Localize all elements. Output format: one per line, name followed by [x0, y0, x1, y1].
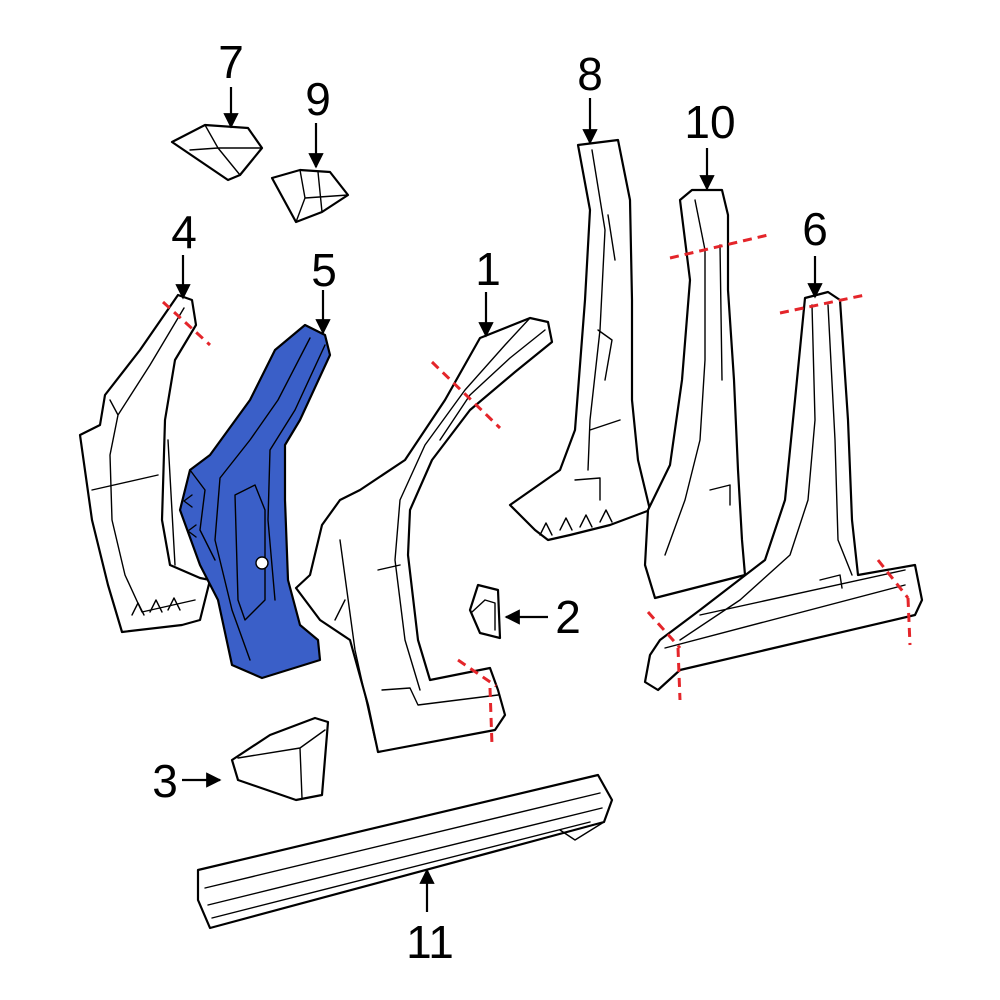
- cut-lines: [161, 233, 912, 746]
- callout-10: 10: [684, 96, 735, 148]
- part-1-front-pillar[interactable]: [294, 316, 554, 754]
- cut-line: [906, 597, 912, 646]
- part-9-bracket[interactable]: [270, 168, 350, 224]
- cut-line: [646, 611, 682, 649]
- callouts: 1 2 3 4 5 6 7 8 9 10 11: [152, 36, 828, 968]
- callout-1: 1: [475, 243, 501, 295]
- callout-8: 8: [577, 48, 603, 100]
- cut-line: [669, 233, 769, 260]
- cut-line: [876, 559, 910, 599]
- part-3-bracket[interactable]: [230, 716, 330, 802]
- cut-line: [161, 300, 212, 347]
- callout-7: 7: [218, 36, 244, 88]
- callout-4: 4: [171, 206, 197, 258]
- part-7-bracket[interactable]: [170, 123, 264, 182]
- callout-6: 6: [802, 203, 828, 255]
- callout-2: 2: [555, 591, 581, 643]
- part-10-pillar[interactable]: [643, 188, 747, 600]
- callout-9: 9: [305, 73, 331, 125]
- cut-line: [488, 687, 494, 746]
- part-11-rocker[interactable]: [196, 773, 614, 930]
- callout-11: 11: [406, 916, 454, 968]
- part-4-pillar[interactable]: [78, 293, 212, 634]
- callout-5: 5: [311, 244, 337, 296]
- cut-line: [430, 360, 502, 430]
- callout-3: 3: [152, 755, 178, 807]
- part-5-hinge-pillar[interactable]: [178, 323, 332, 680]
- part-8-b-pillar[interactable]: [508, 138, 652, 542]
- cut-line: [457, 658, 497, 688]
- cut-line: [676, 647, 682, 701]
- leader-arrows: [175, 87, 823, 912]
- part-2-clip[interactable]: [468, 583, 502, 640]
